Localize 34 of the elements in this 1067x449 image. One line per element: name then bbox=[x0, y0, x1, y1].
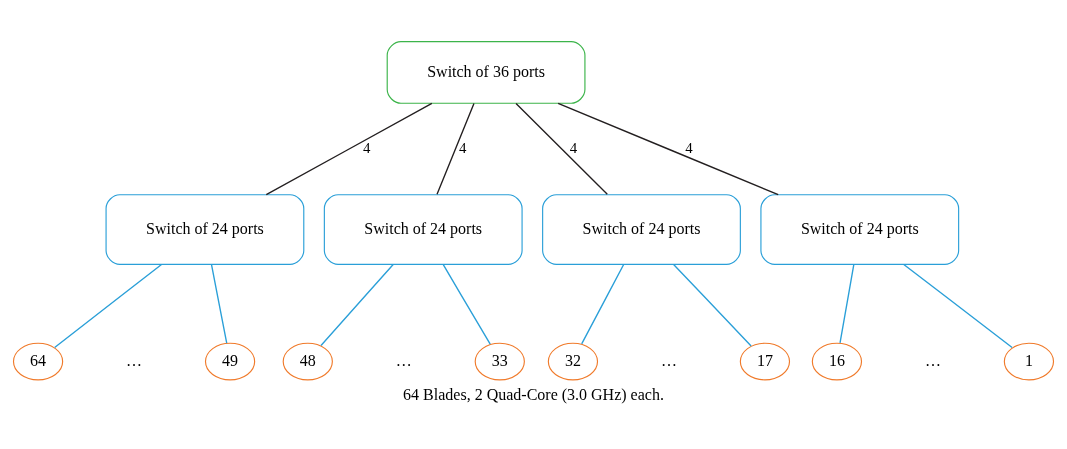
node-ellipse: 17 bbox=[739, 342, 791, 380]
connector bbox=[320, 263, 394, 346]
node-box: Switch of 24 ports bbox=[760, 193, 960, 265]
node-ellipse: 16 bbox=[811, 342, 863, 380]
node-ellipse: 49 bbox=[204, 342, 256, 380]
connector bbox=[442, 263, 491, 345]
label: … bbox=[395, 351, 412, 369]
node-box: Switch of 24 ports bbox=[323, 193, 523, 265]
connector bbox=[903, 263, 1013, 348]
caption: 64 Blades, 2 Quad-Core (3.0 GHz) each. bbox=[403, 385, 664, 403]
node-ellipse: 48 bbox=[282, 342, 333, 380]
edge-label: 4 bbox=[569, 139, 578, 156]
connector bbox=[265, 102, 433, 195]
node-ellipse: 33 bbox=[474, 342, 525, 380]
edge-label: 4 bbox=[458, 139, 467, 156]
connector bbox=[557, 102, 779, 195]
node-ellipse: 32 bbox=[547, 342, 599, 380]
node-ellipse: 1 bbox=[1003, 342, 1055, 380]
label: … bbox=[924, 351, 941, 369]
connector bbox=[210, 263, 228, 344]
connector bbox=[53, 263, 163, 348]
connector bbox=[515, 102, 608, 195]
node-box: Switch of 36 ports bbox=[386, 40, 586, 104]
node-box: Switch of 24 ports bbox=[105, 193, 305, 265]
edge-label: 4 bbox=[685, 139, 693, 156]
connector bbox=[436, 102, 475, 195]
label: … bbox=[126, 351, 143, 369]
edge-label: 4 bbox=[362, 139, 371, 156]
connector bbox=[672, 263, 752, 347]
node-box: Switch of 24 ports bbox=[542, 193, 741, 265]
connector bbox=[839, 263, 855, 343]
node-ellipse: 64 bbox=[12, 342, 64, 380]
label: … bbox=[660, 351, 677, 369]
connector bbox=[581, 263, 625, 345]
